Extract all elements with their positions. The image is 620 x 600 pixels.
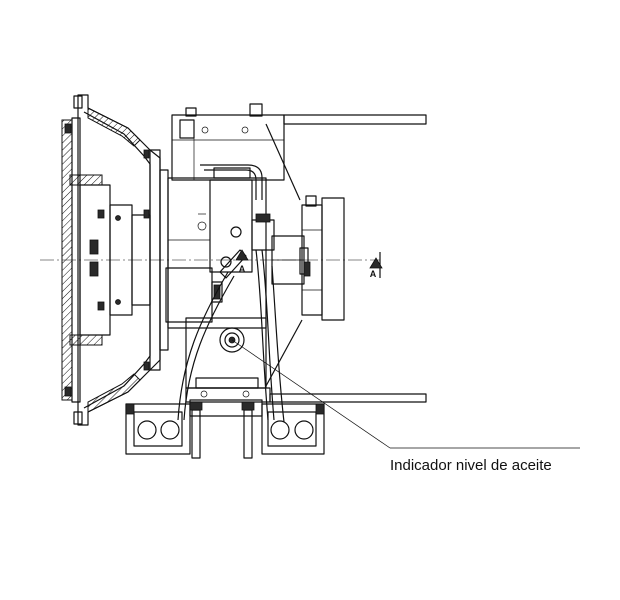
pump-body [165, 103, 427, 403]
oil-level-callout: Indicador nivel de aceite [231, 339, 580, 474]
hoses [177, 249, 285, 423]
callout-leader-line [231, 339, 391, 449]
callout-label: Indicador nivel de aceite [390, 457, 552, 474]
mounting-feet [125, 399, 325, 459]
section-label-outer: A [370, 269, 377, 279]
section-mark-inner: A [235, 249, 249, 274]
section-mark-outer: A [369, 252, 383, 279]
section-label-inner: A [239, 264, 246, 274]
